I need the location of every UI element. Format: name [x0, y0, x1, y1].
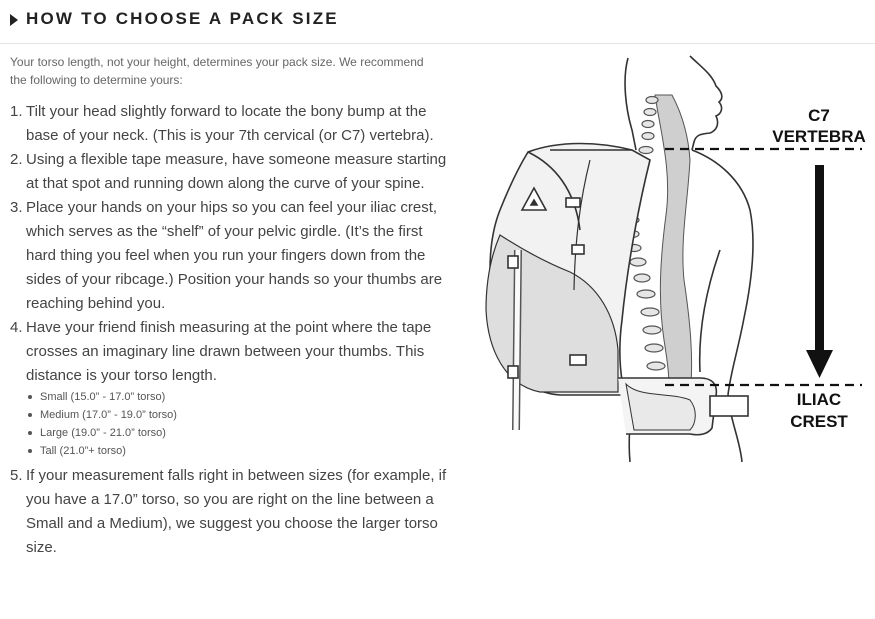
torso-measurement-illustration: C7 VERTEBRA ILIAC CREST [485, 55, 866, 463]
step-number: 2. [10, 151, 23, 168]
c7-label: C7 [808, 106, 830, 125]
size-list-container: Small (15.0” - 17.0” torso) Medium (17.0… [10, 388, 450, 460]
step-text: Have your friend finish measuring at the… [26, 319, 432, 384]
expand-arrow-icon[interactable] [10, 14, 18, 26]
step-number: 4. [10, 319, 23, 336]
step-item: 4. Have your friend finish measuring at … [10, 316, 450, 388]
step-text: Tilt your head slightly forward to locat… [26, 103, 434, 144]
iliac-crest-label: ILIAC CREST [790, 390, 848, 431]
steps-list: 1. Tilt your head slightly forward to lo… [10, 100, 450, 560]
step-text: Place your hands on your hips so you can… [26, 199, 443, 312]
step-text: If your measurement falls right in betwe… [26, 467, 447, 556]
size-item-small: Small (15.0” - 17.0” torso) [26, 388, 450, 406]
crest-label: CREST [790, 412, 848, 431]
size-item-medium: Medium (17.0” - 19.0” torso) [26, 406, 450, 424]
vertebra-label: VERTEBRA [772, 127, 866, 146]
step-number: 3. [10, 199, 23, 216]
step-item: 5. If your measurement falls right in be… [10, 464, 450, 560]
step-item: 2. Using a flexible tape measure, have s… [10, 148, 450, 196]
section-header[interactable]: HOW TO CHOOSE A PACK SIZE [0, 0, 875, 44]
spine [624, 94, 693, 396]
step-number: 1. [10, 103, 23, 120]
backpack [485, 142, 749, 436]
c7-vertebra-label: C7 VERTEBRA [772, 106, 866, 146]
step-text: Using a flexible tape measure, have some… [26, 151, 447, 192]
iliac-label: ILIAC [797, 390, 841, 409]
step-number: 5. [10, 467, 23, 484]
size-list: Small (15.0” - 17.0” torso) Medium (17.0… [10, 388, 450, 460]
step-item: 3. Place your hands on your hips so you … [10, 196, 450, 316]
intro-text: Your torso length, not your height, dete… [10, 55, 424, 87]
size-item-tall: Tall (21.0”+ torso) [26, 442, 450, 460]
section-title[interactable]: HOW TO CHOOSE A PACK SIZE [26, 9, 339, 28]
size-item-large: Large (19.0” - 21.0” torso) [26, 424, 450, 442]
down-arrow-icon [806, 350, 833, 378]
measurement-guides [665, 147, 862, 387]
step-item: 1. Tilt your head slightly forward to lo… [10, 100, 450, 148]
measurement-arrow-shaft [815, 165, 824, 355]
